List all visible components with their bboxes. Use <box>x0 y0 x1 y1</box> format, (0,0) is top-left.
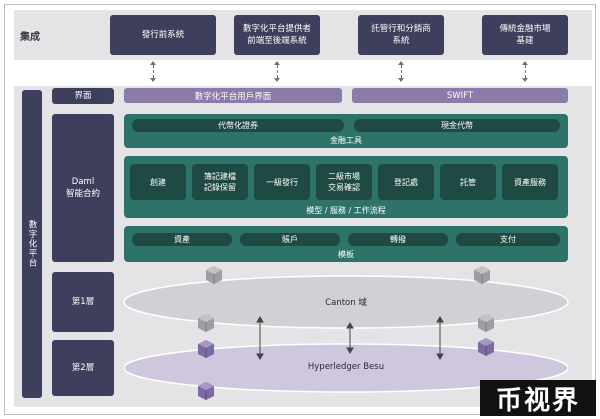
connector-arrow-up-icon <box>398 61 404 65</box>
connector-line <box>401 65 402 78</box>
template-account-pill: 賬戶 <box>240 233 340 246</box>
canton-node-icon <box>198 314 214 332</box>
platform-user-interface-bar: 數字化平台用戶界面 <box>124 88 342 103</box>
canton-ellipse <box>123 275 569 329</box>
connector-arrow-up-icon <box>150 61 156 65</box>
connector-arrow-down-icon <box>398 78 404 82</box>
hyperledger-ellipse <box>123 343 569 393</box>
connector-line <box>525 65 526 78</box>
platform-label: 數字化平台 <box>27 220 37 268</box>
template-asset-pill: 資產 <box>132 233 232 246</box>
traditional-market-infra-box: 傳統金融市場 基建 <box>482 15 568 55</box>
connector-arrow-up-icon <box>274 61 280 65</box>
connector-line <box>153 65 154 78</box>
besu-node-icon <box>198 340 214 358</box>
connector-line <box>277 65 278 78</box>
interface-label: 界面 <box>52 88 114 104</box>
cash-token-pill: 現金代幣 <box>354 119 560 132</box>
besu-node-icon <box>198 382 214 400</box>
canton-node-icon <box>478 314 494 332</box>
template-payment-pill: 支付 <box>456 233 560 246</box>
canton-node-icon <box>474 266 490 284</box>
layers-graphic <box>123 266 569 400</box>
layer1-label: 第1層 <box>52 272 114 332</box>
model-custody-box: 託管 <box>440 164 496 200</box>
model-asset-servicing-box: 資產服務 <box>502 164 558 200</box>
layer2-label: 第2層 <box>52 340 114 396</box>
canton-node-icon <box>206 266 222 284</box>
platform-sidebar <box>22 90 42 398</box>
swift-bar: SWIFT <box>352 88 568 103</box>
custodian-distributor-system-box: 託管行和分銷商 系統 <box>358 15 444 55</box>
model-bookbuilding-box: 簿記建檔 記錄保留 <box>192 164 248 200</box>
financial-tools-caption: 金融工具 <box>330 136 362 145</box>
hyperledger-besu-label: Hyperledger Besu <box>307 362 385 372</box>
connector-arrow-down-icon <box>150 78 156 82</box>
model-registrar-box: 登記處 <box>378 164 434 200</box>
diagram-frame <box>4 4 596 415</box>
connector-arrow-down-icon <box>274 78 280 82</box>
connector-arrow-down-icon <box>522 78 528 82</box>
integration-label: 集成 <box>20 32 40 43</box>
model-primary-issuance-box: 一級發行 <box>254 164 310 200</box>
platform-provider-system-box: 數字化平台提供者 前端至後端系統 <box>234 15 320 55</box>
tokenized-securities-pill: 代幣化證券 <box>132 119 344 132</box>
besu-node-icon <box>478 338 494 356</box>
models-caption: 模型 / 服務 / 工作流程 <box>306 206 386 215</box>
daml-smart-contract-label: Daml 智能合約 <box>52 114 114 262</box>
connector-arrow-up-icon <box>522 61 528 65</box>
watermark-logo: 币视界 <box>480 380 596 416</box>
templates-caption: 模板 <box>338 250 354 259</box>
model-secondary-market-box: 二級市場 交易確認 <box>316 164 372 200</box>
template-transfer-pill: 轉撥 <box>348 233 448 246</box>
canton-domain-label: Canton 域 <box>325 298 367 308</box>
pre-issuance-system-box: 發行前系統 <box>110 15 216 55</box>
model-create-box: 創建 <box>130 164 186 200</box>
